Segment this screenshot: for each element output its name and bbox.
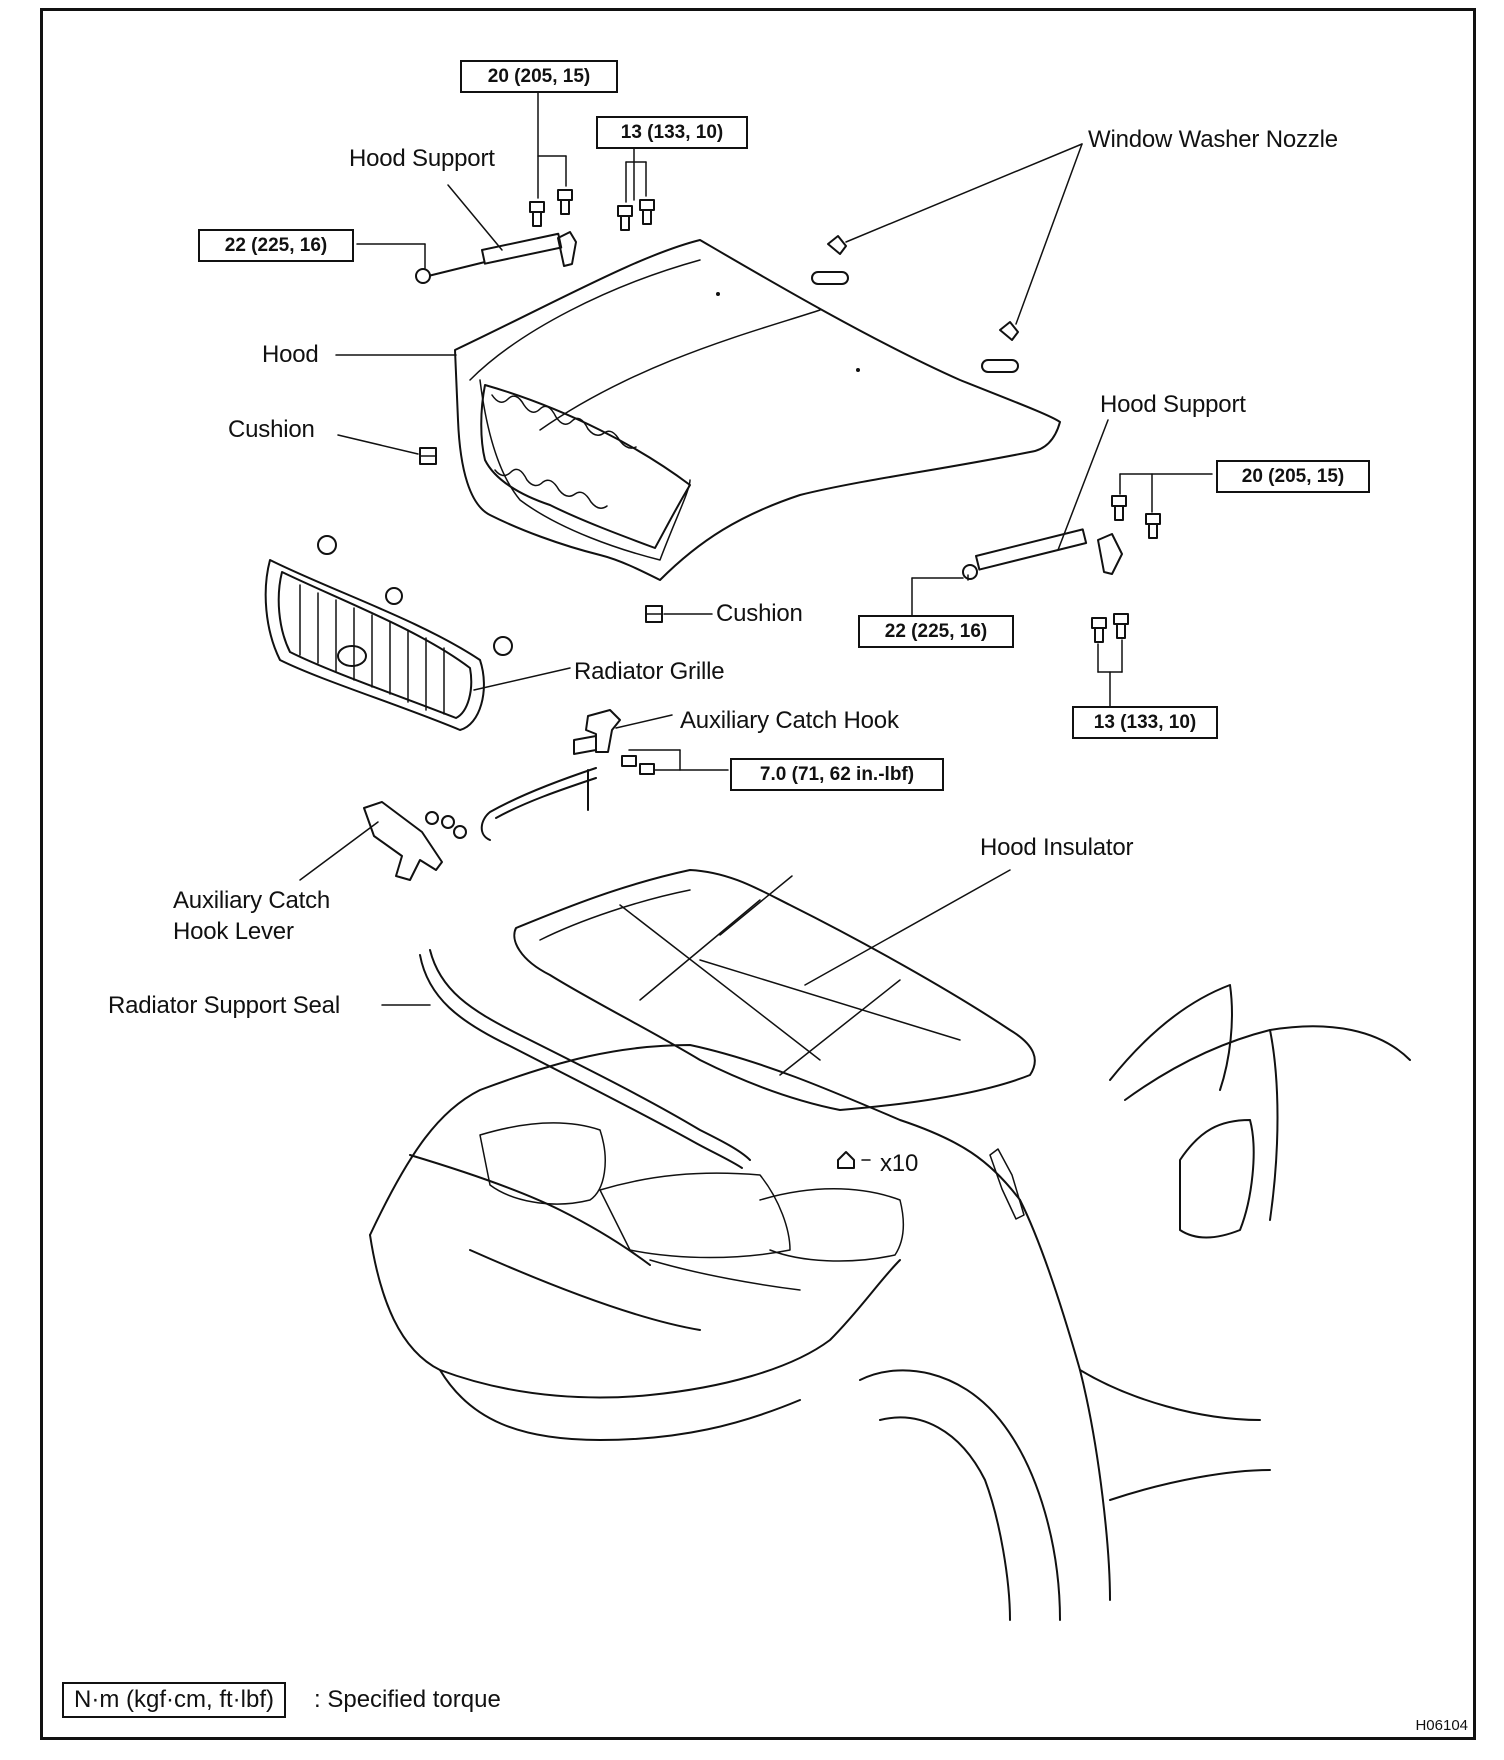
label-hood: Hood <box>262 341 319 368</box>
label-hood-support-right: Hood Support <box>1100 391 1246 418</box>
torque-right-support-bolt: 20 (205, 15) <box>1216 460 1370 493</box>
label-window-washer-nozzle: Window Washer Nozzle <box>1088 126 1338 153</box>
label-auxiliary-catch-hook: Auxiliary Catch Hook <box>680 707 899 734</box>
label-hood-insulator: Hood Insulator <box>980 834 1134 861</box>
figure-code: H06104 <box>1415 1717 1468 1734</box>
torque-top-hinge-bolt: 13 (133, 10) <box>596 116 748 149</box>
cushion-bottom <box>645 605 713 623</box>
top-bolts <box>529 77 655 231</box>
torque-left-support-end: 22 (225, 16) <box>198 229 354 262</box>
label-auxiliary-catch-hook-lever-line1: Auxiliary Catch <box>173 887 331 914</box>
legend-description: : Specified torque <box>314 1686 501 1713</box>
auxiliary-catch-hook <box>480 709 729 841</box>
radiator-grille <box>264 535 571 731</box>
window-washer-nozzles <box>811 143 1083 373</box>
hood-support-top <box>356 231 577 284</box>
legend-unit-box: N·m (kgf·cm, ft·lbf) <box>62 1682 286 1718</box>
torque-top-support-bolt: 20 (205, 15) <box>460 60 618 93</box>
radiator-support-seal <box>381 949 751 1169</box>
auxiliary-catch-hook-lever <box>299 801 467 881</box>
hood-support-right <box>911 419 1213 707</box>
hood-panel <box>454 239 1061 581</box>
label-radiator-grille: Radiator Grille <box>574 658 725 685</box>
torque-catch-hook-bolt: 7.0 (71, 62 in.-lbf) <box>730 758 944 791</box>
diagram-frame <box>40 8 1476 1740</box>
cushion-left <box>337 434 437 465</box>
label-clip-count: x10 <box>880 1150 919 1177</box>
vehicle-body <box>369 984 1411 1621</box>
label-hood-support-top: Hood Support <box>349 145 495 172</box>
label-cushion-bottom: Cushion <box>716 600 803 627</box>
label-radiator-support-seal: Radiator Support Seal <box>108 992 340 1019</box>
label-auxiliary-catch-hook-lever-line2: Hook Lever <box>173 918 294 945</box>
torque-right-hinge-bolt: 13 (133, 10) <box>1072 706 1218 739</box>
label-cushion-left: Cushion <box>228 416 315 443</box>
hood-insulator <box>513 869 1036 1111</box>
torque-right-support-end: 22 (225, 16) <box>858 615 1014 648</box>
